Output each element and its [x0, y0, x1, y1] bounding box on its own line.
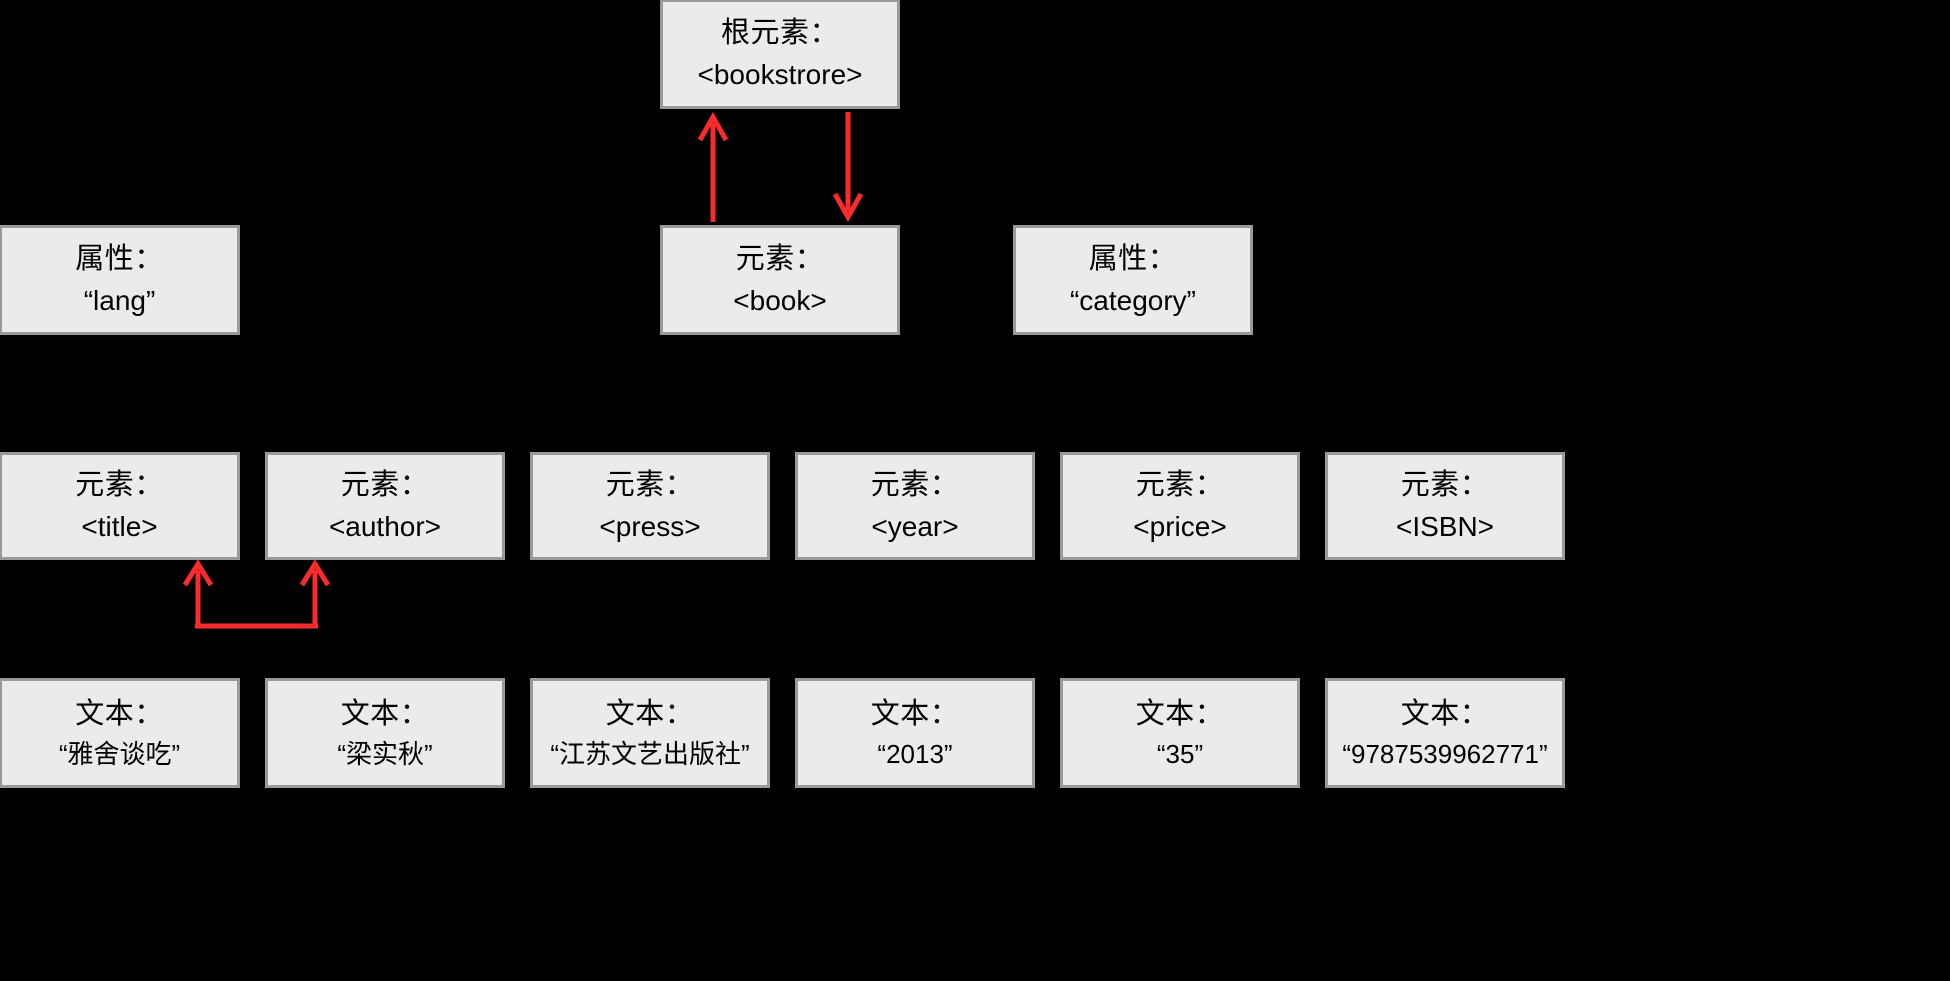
node-text-press-label: 文本：	[605, 697, 695, 730]
node-attribute-lang[interactable]: 属性： “lang”	[0, 225, 240, 335]
node-text-price[interactable]: 文本： “35”	[1060, 678, 1300, 788]
node-text-isbn[interactable]: 文本： “9787539962771”	[1325, 678, 1565, 788]
node-element-isbn-label: 元素：	[1400, 469, 1490, 502]
node-element-isbn[interactable]: 元素： <ISBN>	[1325, 452, 1565, 560]
node-element-price[interactable]: 元素： <price>	[1060, 452, 1300, 560]
node-element-year[interactable]: 元素： <year>	[795, 452, 1035, 560]
node-element-press[interactable]: 元素： <press>	[530, 452, 770, 560]
arrow-down-from-root	[831, 112, 865, 223]
node-element-year-value: <year>	[871, 510, 959, 542]
node-element-title-value: <title>	[81, 510, 158, 542]
arrow-bracket-title-author	[175, 558, 335, 633]
node-element-author-value: <author>	[328, 510, 442, 542]
node-attribute-category-label: 属性：	[1088, 243, 1178, 276]
node-text-year-label: 文本：	[870, 697, 960, 730]
node-text-isbn-value: “9787539962771”	[1342, 738, 1548, 769]
node-element-author-label: 元素：	[340, 469, 430, 502]
node-element-title-label: 元素：	[75, 469, 164, 502]
node-element-press-value: <press>	[599, 510, 701, 542]
node-attribute-lang-label: 属性：	[75, 243, 164, 276]
node-text-author-value: “梁实秋”	[337, 738, 433, 769]
node-root-bookstrore[interactable]: 根元素： <bookstrore>	[660, 0, 900, 109]
node-text-press[interactable]: 文本： “江苏文艺出版社”	[530, 678, 770, 788]
arrow-up-to-root	[696, 111, 730, 222]
node-text-title[interactable]: 文本： “雅舍谈吃”	[0, 678, 240, 788]
node-text-title-label: 文本：	[75, 697, 164, 730]
node-element-book-label: 元素：	[735, 243, 825, 276]
node-element-price-label: 元素：	[1135, 469, 1225, 502]
node-element-isbn-value: <ISBN>	[1395, 510, 1495, 542]
node-root-value: <bookstrore>	[697, 58, 863, 90]
node-text-price-label: 文本：	[1135, 697, 1225, 730]
node-text-title-value: “雅舍谈吃”	[58, 738, 181, 769]
node-element-book[interactable]: 元素： <book>	[660, 225, 900, 335]
node-attribute-lang-value: “lang”	[83, 284, 156, 316]
node-text-press-value: “江苏文艺出版社”	[550, 738, 750, 769]
node-element-press-label: 元素：	[605, 469, 695, 502]
node-element-year-label: 元素：	[870, 469, 960, 502]
node-element-title[interactable]: 元素： <title>	[0, 452, 240, 560]
node-attribute-category[interactable]: 属性： “category”	[1013, 225, 1253, 335]
node-text-price-value: “35”	[1156, 738, 1204, 769]
node-text-year-value: “2013”	[877, 738, 953, 769]
node-attribute-category-value: “category”	[1069, 284, 1197, 316]
node-element-author[interactable]: 元素： <author>	[265, 452, 505, 560]
node-text-isbn-label: 文本：	[1400, 697, 1490, 730]
node-root-label: 根元素：	[720, 17, 839, 50]
node-text-author-label: 文本：	[340, 697, 430, 730]
node-text-year[interactable]: 文本： “2013”	[795, 678, 1035, 788]
node-element-price-value: <price>	[1133, 510, 1227, 542]
node-text-author[interactable]: 文本： “梁实秋”	[265, 678, 505, 788]
node-element-book-value: <book>	[733, 284, 827, 316]
